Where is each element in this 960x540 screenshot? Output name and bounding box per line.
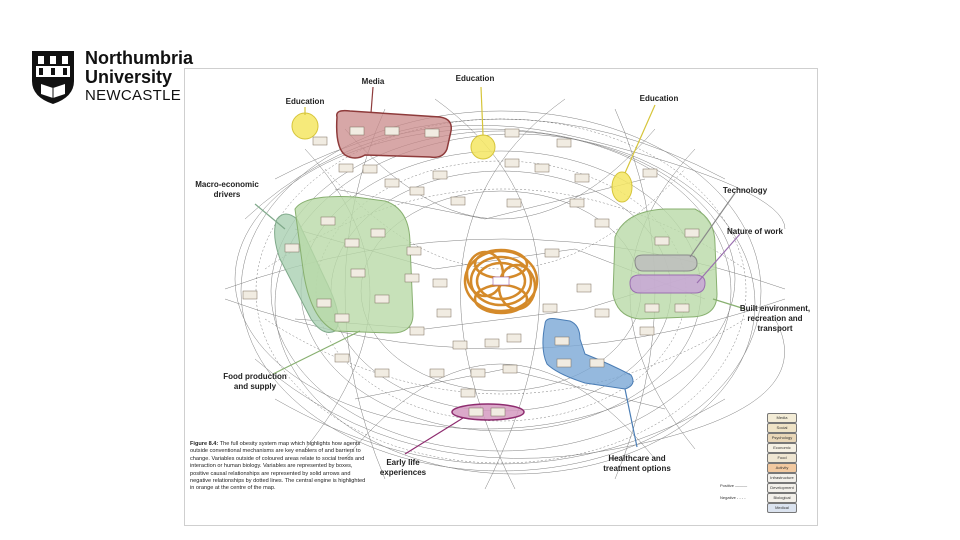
label-food-line2: and supply [234,382,277,391]
brand-name-line2: University [85,67,173,87]
legend-item: Social [767,423,797,433]
nature-of-work-region [629,274,706,294]
label-macro-line2: drivers [214,190,241,199]
label-early-line2: experiences [380,468,427,477]
system-map-diagram: Media Education Education Education Macr… [195,74,810,490]
legend-item: Food [767,453,797,463]
label-built-line2: recreation and [747,314,802,323]
label-built-line3: transport [757,324,792,333]
figure-caption: Figure 8.4: The full obesity system map … [190,441,370,493]
label-health-line2: treatment options [603,464,671,473]
caption-body: The full obesity system map which highli… [190,441,366,492]
variable-nodes [242,126,700,417]
legend-negative: Negative - - - - [720,495,746,500]
legend-item: Media [767,413,797,423]
label-education-right: Education [640,94,679,103]
legend-positive: Positive ——— [720,483,748,488]
legend-item: Economic [767,443,797,453]
legend-item: Activity [767,463,797,473]
label-built-line1: Built environment, [740,304,810,313]
caption-title: Figure 8.4: [190,441,219,447]
label-media: Media [362,77,385,86]
label-macro-line1: Macro-economic [195,180,259,189]
legend-item: Psychology [767,433,797,443]
label-food-line1: Food production [223,372,287,381]
label-technology: Technology [723,186,768,195]
legend-item: Medical [767,503,797,513]
legend-item: Biological [767,493,797,503]
legend-item: Development [767,483,797,493]
label-education-top: Education [456,74,495,83]
legend: Media Social Psychology Economic Food Ac… [717,413,813,519]
brand-name-line1: Northumbria [85,48,193,68]
label-education-left: Education [286,97,325,106]
healthcare-region [542,318,634,390]
label-nature-of-work: Nature of work [727,227,784,236]
brand-location: NEWCASTLE [85,87,182,104]
education-region-left [291,112,319,140]
university-logo: Northumbria University NEWCASTLE [30,47,200,107]
education-region-top [470,134,496,160]
label-leaders [254,86,746,455]
technology-region [634,254,698,272]
obesity-system-map: Media Education Education Education Macr… [184,68,818,526]
label-early-line1: Early life [386,458,420,467]
legend-item: Infrastructure [767,473,797,483]
early-life-region [451,403,525,421]
energy-balance-node [492,276,510,286]
label-health-line1: Healthcare and [608,454,665,463]
crest-icon [32,51,74,104]
education-region-right [611,171,633,203]
